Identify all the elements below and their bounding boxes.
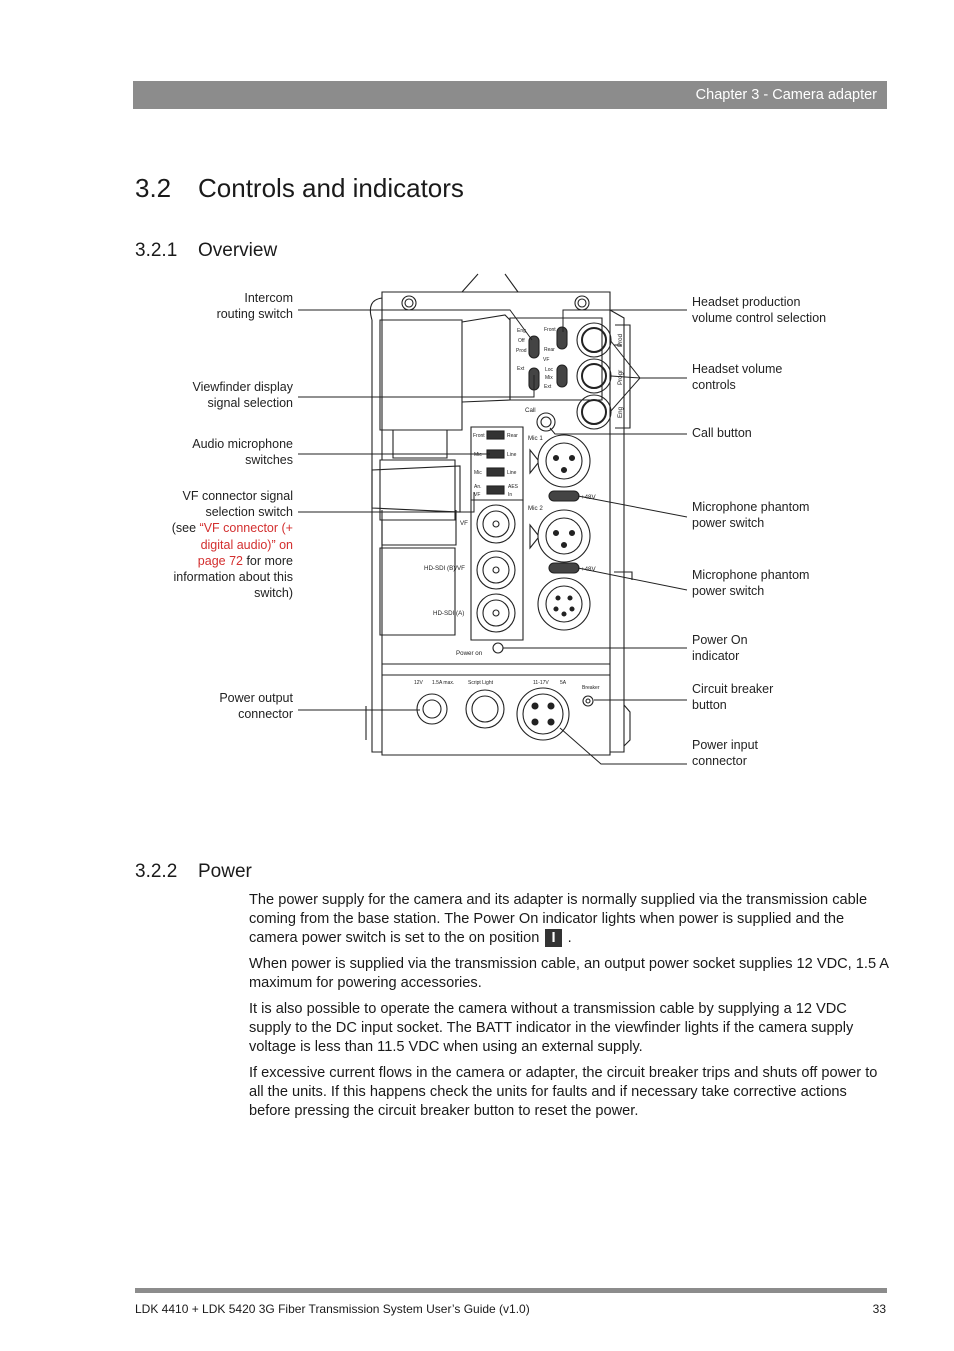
dev-48v-2: +48V [581,566,596,573]
dev-hdsdi-b: HD-SDI (B)/VF [424,565,465,572]
dev-sw-rear: Rear [507,433,518,439]
dev-vf: VF [543,357,549,363]
vf-connector-link[interactable]: “VF connector (+ [199,521,293,536]
dev-knob-eng: Eng [617,406,624,418]
chapter-title: Chapter 3 - Camera adapter [695,87,877,103]
dev-knob-progr: Progr [617,370,624,385]
footer-title: LDK 4410 + LDK 5420 3G Fiber Transmissio… [135,1302,530,1316]
dev-sw-mic-2: Mic [474,470,482,476]
dev-breaker: Breaker [582,685,600,691]
dev-power-on: Power on [456,650,483,657]
label-call-button: Call button [692,426,752,440]
power-paragraph-1: The power supply for the camera and its … [249,892,868,947]
dev-mic1: Mic 1 [528,435,543,442]
dev-sw-line-2: Line [507,470,517,476]
dev-eng: Eng [517,328,526,334]
camera-adapter-diagram: Eng Off Prod Front Rear VF Ext Loc Mix E… [298,273,688,765]
dev-12v: 12V [414,680,424,686]
power-body: The power supply for the camera and its … [249,891,889,1128]
dev-hdsdi-a: HD-SDI (A) [433,610,464,617]
dev-48v-1: +48V [581,494,596,501]
dev-call: Call [525,407,536,414]
dev-15a: 1.5A max. [432,680,454,686]
dev-sw-mic-1: Mic [474,452,482,458]
dev-off: Off [518,338,525,344]
dev-rear: Rear [544,347,555,353]
dev-mix: Mix [545,375,553,381]
power-paragraph-3: It is also possible to operate the camer… [249,1001,854,1055]
dev-knob-prod: Prod [617,333,624,347]
dev-sw-in: In [508,492,512,498]
dev-front: Front [544,327,556,333]
label-vf-connector: VF connector signal selection switch (se… [171,489,293,601]
dev-loc: Loc [545,367,554,373]
footer-bar [135,1288,887,1293]
dev-sw-an: An. [474,484,482,490]
dev-5a: 5A [560,680,567,686]
dev-ext-2: Ext [544,384,552,390]
dev-sw-vf: VF [474,492,480,498]
power-paragraph-2: When power is supplied via the transmiss… [249,956,889,991]
page-number: 33 [872,1302,886,1316]
vf-connector-link-3[interactable]: page 72 [197,553,243,568]
dev-sw-aes: AES [508,484,519,490]
dev-vf-conn: VF [460,520,468,527]
dev-sw-line-1: Line [507,452,517,458]
dev-prod: Prod [516,348,527,354]
dev-mic2: Mic 2 [528,505,543,512]
on-position-symbol: I [545,929,562,947]
vf-connector-link-2[interactable]: digital audio)” on [200,537,293,552]
dev-script-light: Script Light [468,680,494,686]
dev-ext: Ext [517,366,525,372]
dev-11-17v: 11-17V [533,680,549,686]
chapter-header-bar: Chapter 3 - Camera adapter [133,81,887,109]
power-paragraph-4: If excessive current flows in the camera… [249,1065,878,1119]
dev-sw-front: Front [473,433,485,439]
